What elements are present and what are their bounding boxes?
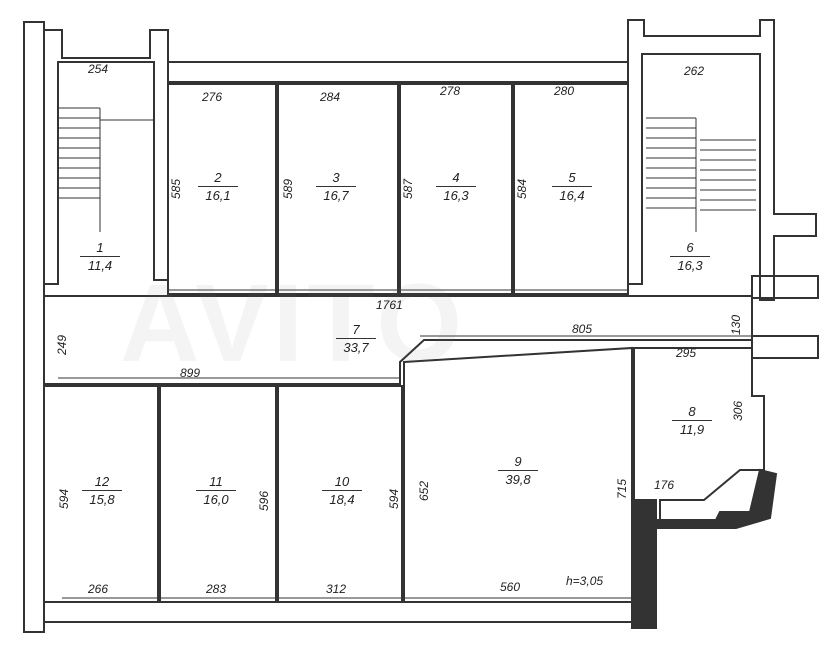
stairs-left [58, 107, 154, 232]
dim-284: 284 [320, 90, 341, 104]
room-number: 2 [214, 170, 222, 185]
room-area: 16,1 [205, 188, 231, 203]
dim-594-mid: 594 [387, 488, 402, 510]
room-area: 33,7 [343, 340, 369, 355]
watermark: AVITO [120, 262, 466, 385]
dim-278: 278 [440, 84, 461, 98]
wall-left [23, 21, 45, 633]
dim-130: 130 [729, 314, 744, 336]
room-number: 11 [209, 474, 223, 489]
room-area: 16,7 [323, 188, 349, 203]
dim-295: 295 [676, 346, 697, 360]
room-2-outline [167, 83, 277, 295]
dim-276: 276 [202, 90, 223, 104]
room-number: 1 [96, 240, 104, 255]
room-number: 7 [352, 322, 360, 337]
wall-right-stub-2 [751, 335, 819, 359]
wall-bottom-right [631, 468, 778, 629]
room-area: 15,8 [89, 492, 115, 507]
dim-306: 306 [731, 400, 746, 422]
room-number: 8 [688, 404, 696, 419]
wall-bottom [43, 601, 633, 623]
dim-312: 312 [326, 582, 347, 596]
dim-249: 249 [55, 334, 70, 356]
room-area: 16,4 [559, 188, 585, 203]
dim-266: 266 [88, 582, 109, 596]
room-3-outline [277, 83, 399, 295]
wall-top [167, 61, 629, 83]
room-number: 5 [568, 170, 576, 185]
room-number: 10 [334, 474, 350, 489]
stairs-right [646, 117, 756, 232]
room-number: 4 [452, 170, 460, 185]
room-10-label: 10 18,4 [312, 474, 372, 507]
room-area: 16,3 [677, 258, 703, 273]
room-area: 16,0 [203, 492, 229, 507]
room-4-outline [399, 83, 513, 295]
dim-1761: 1761 [376, 298, 403, 312]
dim-254: 254 [88, 62, 109, 76]
dim-899: 899 [180, 366, 201, 380]
room-area: 18,4 [329, 492, 355, 507]
room-area: 11,9 [679, 422, 705, 437]
room-number: 6 [686, 240, 694, 255]
dim-560: 560 [500, 580, 521, 594]
room-11-label: 11 16,0 [186, 474, 246, 507]
wall-right-stub-1 [751, 275, 819, 299]
dim-652: 652 [417, 480, 432, 502]
dim-587: 587 [401, 178, 416, 200]
dim-805: 805 [572, 322, 593, 336]
wall-stair-right [627, 19, 817, 301]
room-number: 3 [332, 170, 340, 185]
room-5-outline [513, 83, 629, 295]
dim-584: 584 [515, 178, 530, 200]
dim-262: 262 [684, 64, 705, 78]
dim-715: 715 [615, 478, 630, 500]
dim-589: 589 [281, 178, 296, 200]
room-number: 9 [514, 454, 522, 469]
room-area: 16,3 [443, 188, 469, 203]
room-number: 12 [94, 474, 110, 489]
dim-176: 176 [654, 478, 675, 492]
room-area: 39,8 [505, 472, 531, 487]
room-12-label: 12 15,8 [72, 474, 132, 507]
dimension-lines [58, 289, 752, 599]
dim-585: 585 [169, 178, 184, 200]
dim-283: 283 [206, 582, 227, 596]
corridor-outline [43, 295, 753, 385]
dim-594-left: 594 [57, 488, 72, 510]
dim-280: 280 [554, 84, 575, 98]
room-area: 11,4 [87, 258, 113, 273]
dim-596: 596 [257, 490, 272, 512]
ceiling-height: h=3,05 [566, 574, 604, 588]
